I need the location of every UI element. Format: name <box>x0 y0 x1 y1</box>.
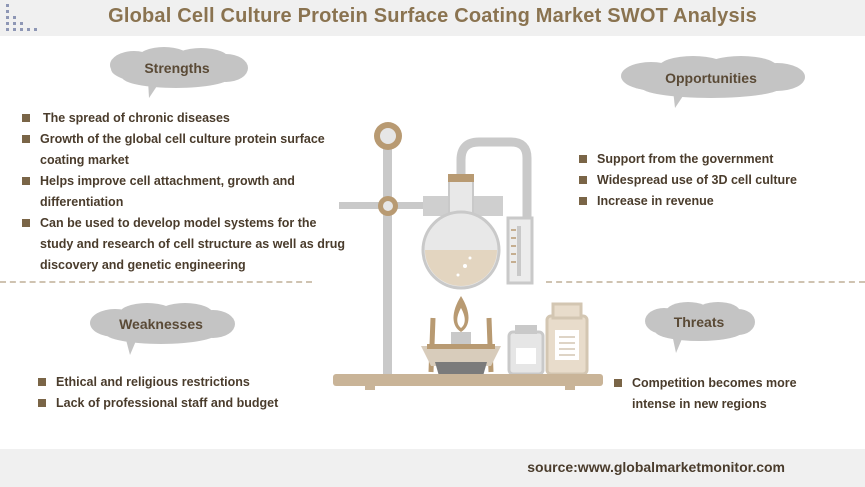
list-item: Support from the government <box>575 149 835 170</box>
page-title: Global Cell Culture Protein Surface Coat… <box>108 5 757 27</box>
bullet-square-icon <box>579 176 587 184</box>
flask-stopper-icon <box>448 174 474 182</box>
list-item-text: Growth of the global cell culture protei… <box>40 132 325 167</box>
list-item-text: Lack of professional staff and budget <box>56 396 279 410</box>
list-item: Growth of the global cell culture protei… <box>18 129 348 171</box>
list-item: Ethical and religious restrictions <box>34 372 314 393</box>
opportunities-list: Support from the government Widespread u… <box>575 149 835 212</box>
bullet-square-icon <box>22 219 30 227</box>
list-item: Increase in revenue <box>575 191 835 212</box>
bullet-square-icon <box>614 379 622 387</box>
divider-left <box>0 281 312 283</box>
strengths-cloud: Strengths <box>104 46 250 100</box>
cloud-shape-icon <box>645 302 755 353</box>
threats-heading: Threats <box>673 314 725 330</box>
source-text: source:www.globalmarketmonitor.com <box>527 459 785 475</box>
lab-apparatus-illustration <box>333 122 603 390</box>
list-item: Lack of professional staff and budget <box>34 393 314 414</box>
stand-base-icon <box>333 374 603 386</box>
header-band: Global Cell Culture Protein Surface Coat… <box>0 0 865 36</box>
threats-cloud: Threats <box>640 301 758 355</box>
list-item-text: Can be used to develop model systems for… <box>40 216 345 272</box>
list-item-text: Competition becomes more intense in new … <box>632 376 797 411</box>
weaknesses-list: Ethical and religious restrictions Lack … <box>34 372 314 414</box>
list-item-text: Widespread use of 3D cell culture <box>597 173 797 187</box>
stand-rod-icon <box>383 130 392 378</box>
bullet-square-icon <box>22 135 30 143</box>
cloud-shape-icon <box>621 56 805 108</box>
weaknesses-heading: Weaknesses <box>119 316 203 332</box>
bullet-square-icon <box>38 399 46 407</box>
threats-list: Competition becomes more intense in new … <box>610 373 810 415</box>
opportunities-heading: Opportunities <box>665 70 757 86</box>
list-item: The spread of chronic diseases <box>18 108 348 129</box>
list-item: Can be used to develop model systems for… <box>18 213 348 276</box>
list-item-text: Ethical and religious restrictions <box>56 375 250 389</box>
list-item-text: Increase in revenue <box>597 194 714 208</box>
glass-tube-icon <box>456 137 532 278</box>
logo-dots-icon <box>6 4 37 31</box>
list-item: Widespread use of 3D cell culture <box>575 170 835 191</box>
bullet-square-icon <box>22 177 30 185</box>
divider-right <box>546 281 865 283</box>
bullet-square-icon <box>38 378 46 386</box>
list-item: Competition becomes more intense in new … <box>610 373 810 415</box>
burner-bowl-icon <box>421 346 501 366</box>
bullet-square-icon <box>579 197 587 205</box>
list-item-text: Support from the government <box>597 152 774 166</box>
list-item: Helps improve cell attachment, growth an… <box>18 171 348 213</box>
bullet-square-icon <box>579 155 587 163</box>
list-item-text: The spread of chronic diseases <box>43 111 230 125</box>
strengths-list: The spread of chronic diseases Growth of… <box>18 108 348 276</box>
cloud-shape-icon <box>90 303 235 355</box>
opportunities-cloud: Opportunities <box>615 55 807 110</box>
list-item-text: Helps improve cell attachment, growth an… <box>40 174 295 209</box>
footer-band: source:www.globalmarketmonitor.com <box>0 449 865 487</box>
bullet-square-icon <box>22 114 30 122</box>
weaknesses-cloud: Weaknesses <box>85 302 237 356</box>
strengths-heading: Strengths <box>144 60 210 76</box>
cloud-shape-icon <box>110 47 248 98</box>
